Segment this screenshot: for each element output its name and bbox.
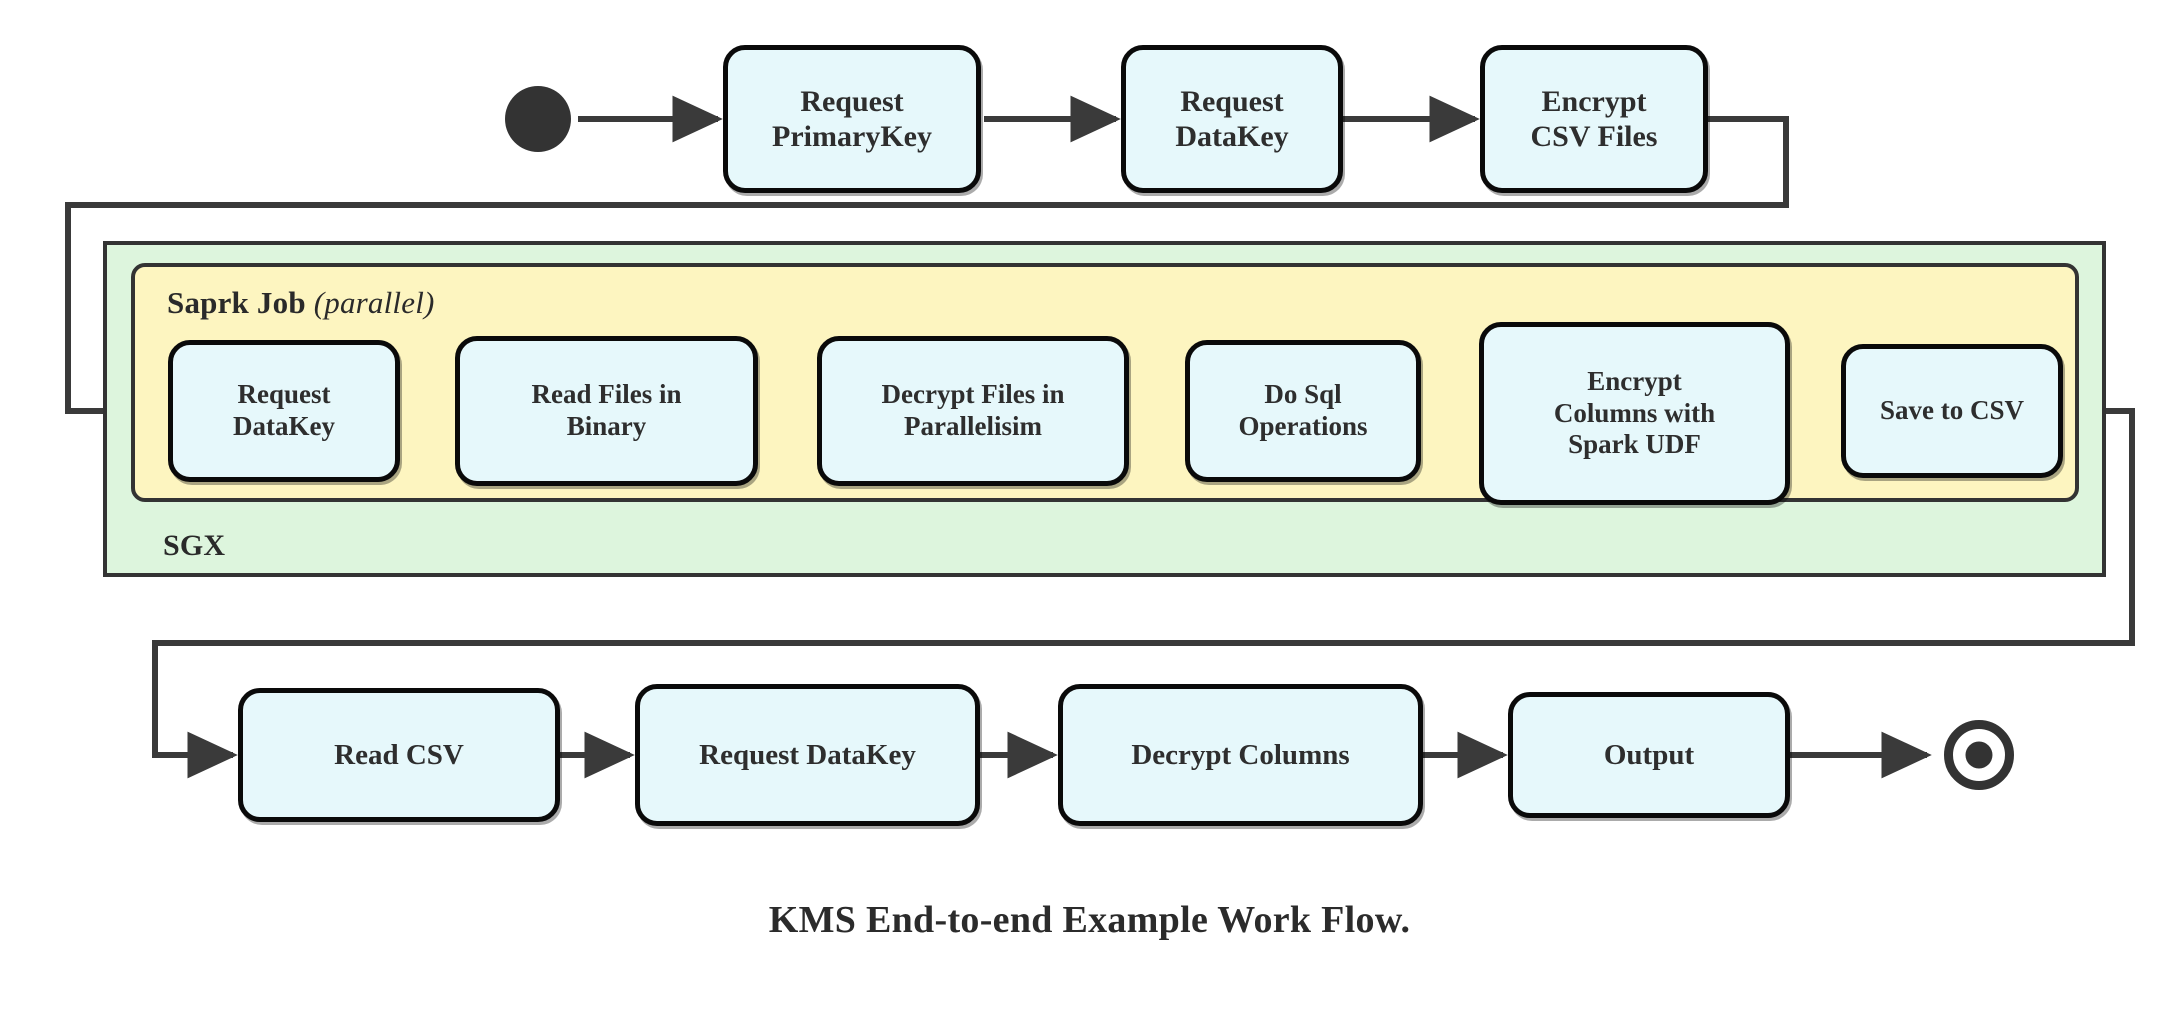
- container-spark-job-label-suffix: (parallel): [313, 285, 435, 320]
- node-output-label: Output: [1603, 738, 1695, 771]
- node-request-datakey-top-label: Request DataKey: [1175, 84, 1289, 153]
- node-request-datakey-bottom[interactable]: Request DataKey: [635, 684, 980, 826]
- node-encrypt-columns-with-spark-udf-label: Encrypt Columns with Spark UDF: [1553, 365, 1716, 460]
- node-request-datakey-spark[interactable]: Request DataKey: [168, 340, 400, 482]
- node-read-csv[interactable]: Read CSV: [238, 688, 560, 822]
- node-request-datakey-bottom-label: Request DataKey: [699, 738, 916, 771]
- end-node-icon: [1944, 720, 2014, 790]
- node-request-primarykey[interactable]: Request PrimaryKey: [723, 45, 981, 193]
- node-read-files-in-binary-label: Read Files in Binary: [531, 379, 682, 441]
- node-do-sql-operations[interactable]: Do Sql Operations: [1185, 340, 1421, 482]
- node-save-to-csv-label: Save to CSV: [1879, 395, 2024, 426]
- node-decrypt-files-in-parallelisim-label: Decrypt Files in Parallelisim: [881, 379, 1065, 441]
- container-spark-job-label: Saprk Job (parallel): [167, 285, 435, 321]
- start-node-icon: [505, 86, 571, 152]
- node-read-csv-label: Read CSV: [334, 738, 464, 771]
- container-sgx-label: SGX: [163, 529, 226, 562]
- node-encrypt-csv-files[interactable]: Encrypt CSV Files: [1480, 45, 1708, 193]
- node-do-sql-operations-label: Do Sql Operations: [1238, 379, 1368, 441]
- node-read-files-in-binary[interactable]: Read Files in Binary: [455, 336, 758, 486]
- node-decrypt-columns-label: Decrypt Columns: [1131, 738, 1350, 771]
- node-encrypt-csv-files-label: Encrypt CSV Files: [1530, 84, 1658, 153]
- node-output[interactable]: Output: [1508, 692, 1790, 818]
- diagram-caption: KMS End-to-end Example Work Flow.: [768, 899, 1411, 941]
- container-spark-job-label-text: Saprk Job: [167, 285, 306, 320]
- node-encrypt-columns-with-spark-udf[interactable]: Encrypt Columns with Spark UDF: [1479, 322, 1790, 505]
- node-decrypt-files-in-parallelisim[interactable]: Decrypt Files in Parallelisim: [817, 336, 1129, 486]
- node-save-to-csv[interactable]: Save to CSV: [1841, 344, 2063, 478]
- node-request-primarykey-label: Request PrimaryKey: [772, 84, 932, 153]
- node-request-datakey-spark-label: Request DataKey: [233, 379, 335, 441]
- node-request-datakey-top[interactable]: Request DataKey: [1121, 45, 1343, 193]
- node-decrypt-columns[interactable]: Decrypt Columns: [1058, 684, 1423, 826]
